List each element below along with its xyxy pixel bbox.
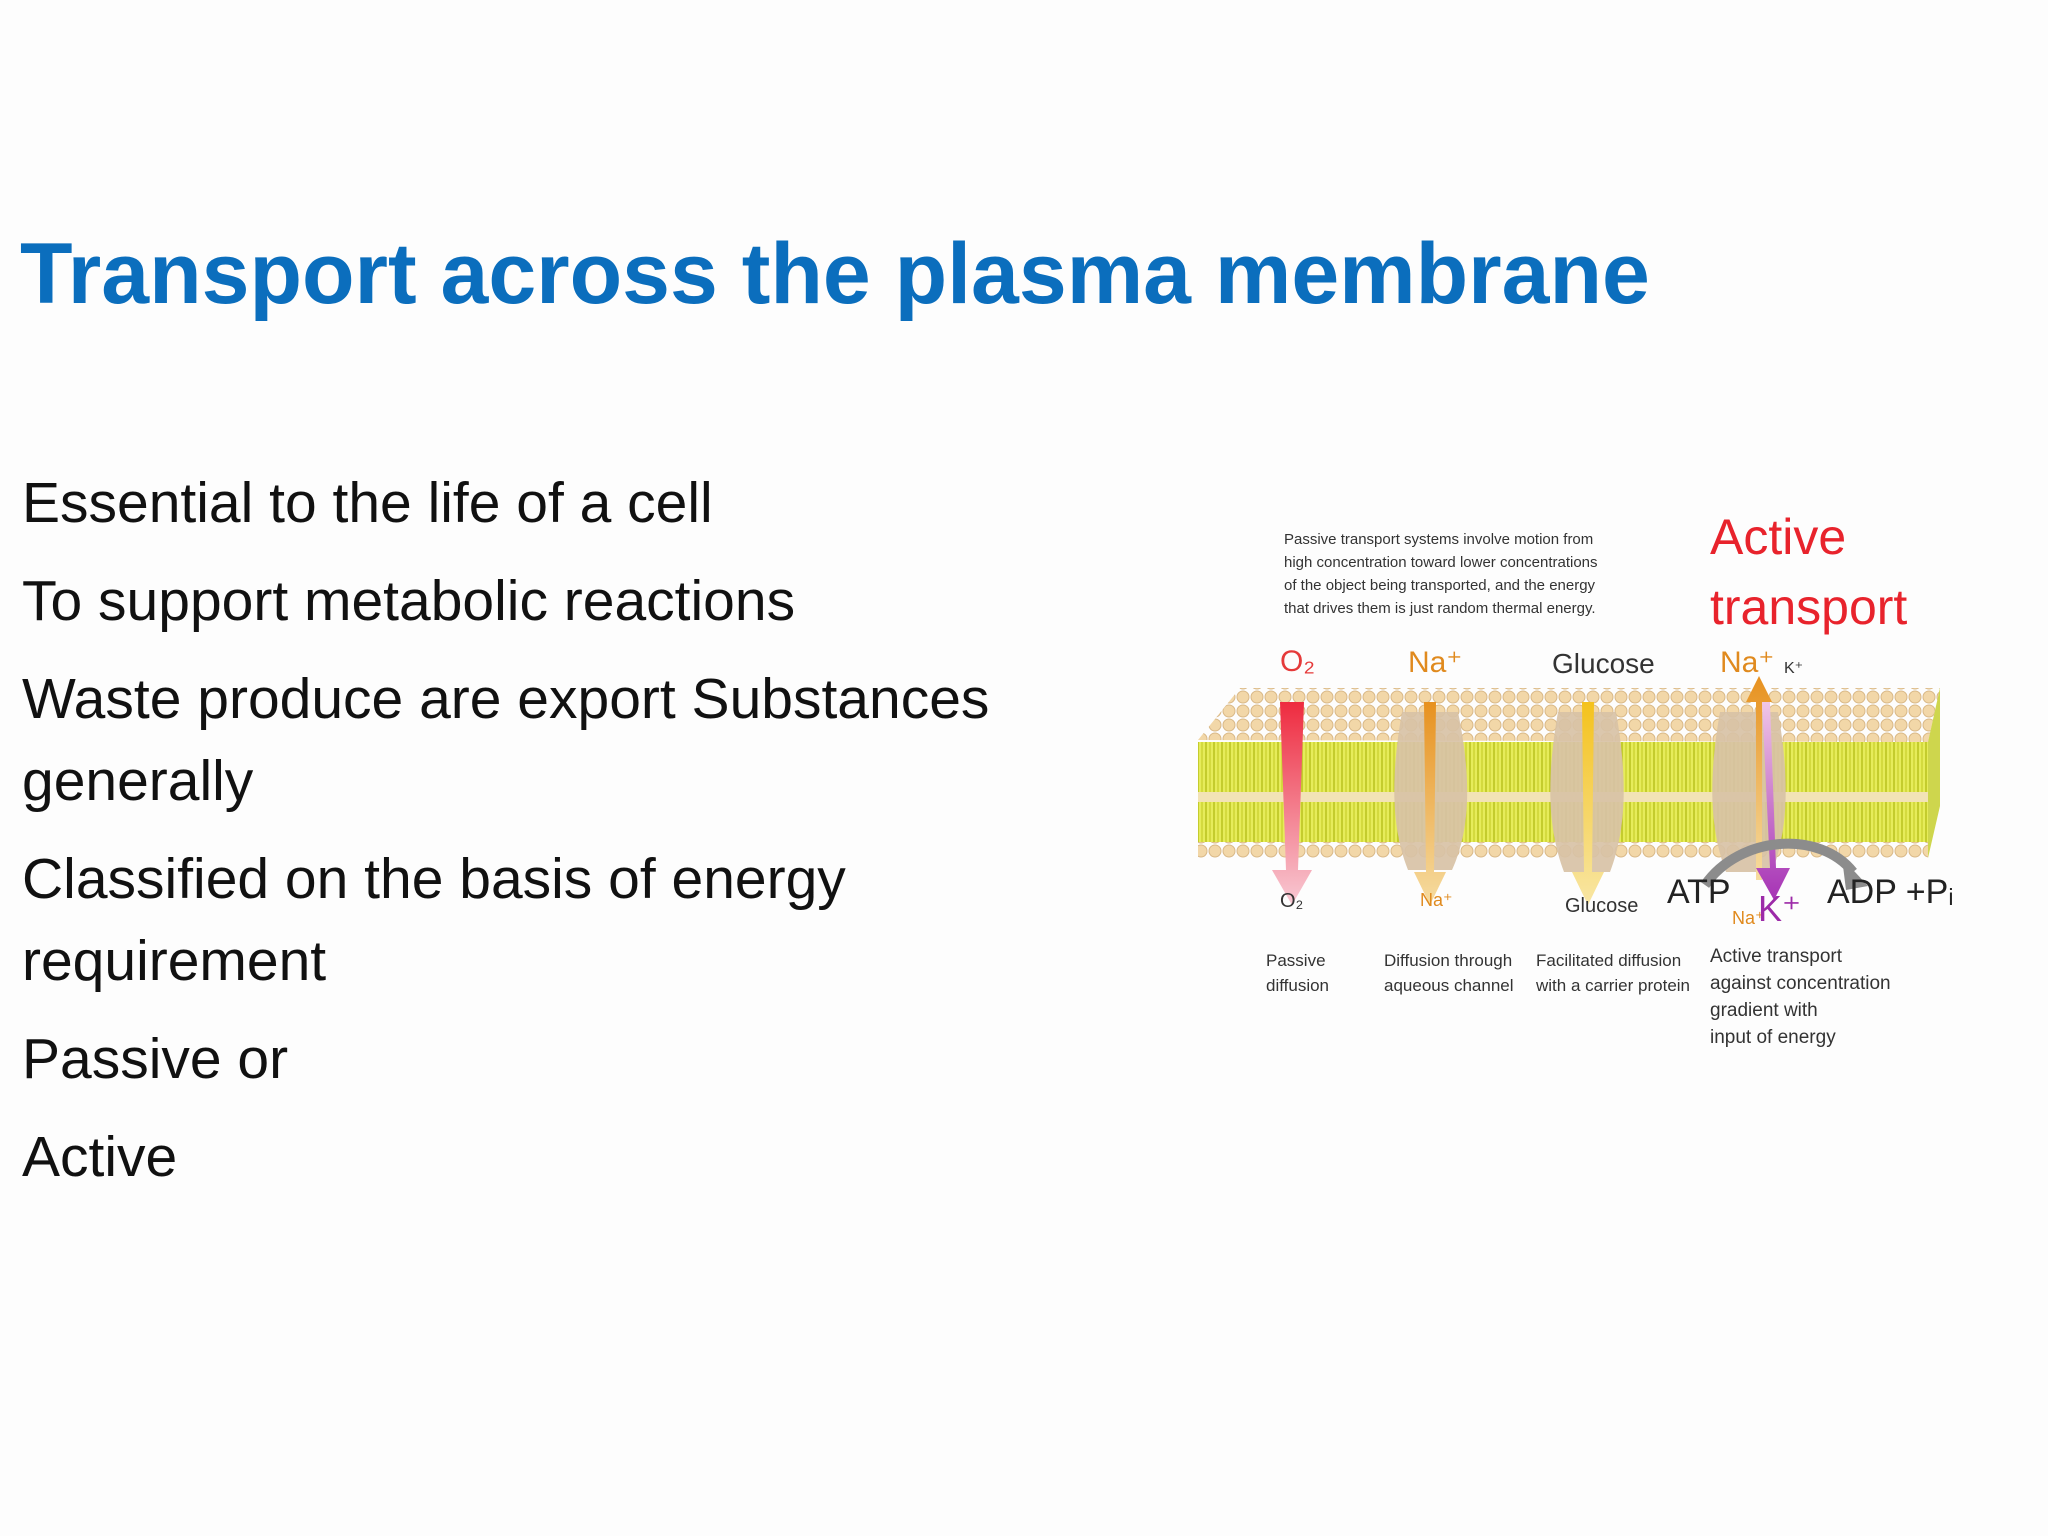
caption-passive-diffusion: Passive diffusion [1266, 951, 1330, 995]
na-pump-top-label: Na⁺ [1720, 646, 1775, 679]
caption-facilitated-diffusion: Facilitated diffusion with a carrier pro… [1536, 951, 1691, 995]
na-pump-arrow [1746, 676, 1772, 880]
membrane-transport-diagram: Passive transport systems involve motion… [1180, 480, 1960, 1100]
na-pump-bottom-label: Na⁺ [1732, 908, 1765, 928]
glucose-top-label: Glucose [1552, 648, 1655, 679]
glucose-arrow [1572, 702, 1604, 905]
o2-bottom-label: O₂ [1280, 890, 1304, 912]
passive-transport-note: Passive transport systems involve motion… [1284, 531, 1598, 617]
k-bottom-label: K⁺ [1758, 888, 1802, 929]
k-pump-arrow [1756, 702, 1790, 900]
bullet-item: Active [22, 1125, 178, 1189]
bullet-item: To support metabolic reactions [22, 569, 796, 633]
atp-adp-arrow [1700, 838, 1857, 889]
na-bottom-label: Na⁺ [1420, 890, 1453, 910]
atp-label: ATP [1667, 873, 1731, 911]
na-channel-arrow [1414, 702, 1446, 905]
adp-label: ADP +Pᵢ [1827, 873, 1954, 911]
bullet-item: Passive or [22, 1027, 289, 1091]
caption-aqueous-channel: Diffusion through aqueous channel [1384, 951, 1514, 995]
glucose-bottom-label: Glucose [1565, 895, 1639, 917]
bullet-item: Essential to the life of a cell [22, 471, 713, 535]
slide-title: Transport across the plasma membrane [20, 226, 1650, 322]
active-transport-heading: Active transport [1710, 509, 1908, 635]
caption-active-transport: Active transport against concentration g… [1710, 946, 1891, 1048]
o2-top-label: O₂ [1280, 645, 1315, 678]
bullet-item: Classified on the basis of energy requir… [22, 847, 846, 993]
k-top-label: K⁺ [1784, 660, 1804, 677]
bullet-item: Waste produce are export Substances gene… [22, 667, 990, 813]
membrane-illustration [1198, 676, 1940, 905]
bullet-list: Essential to the life of a cell To suppo… [22, 462, 1142, 1214]
na-top-label: Na⁺ [1408, 646, 1463, 679]
o2-arrow [1272, 702, 1312, 905]
